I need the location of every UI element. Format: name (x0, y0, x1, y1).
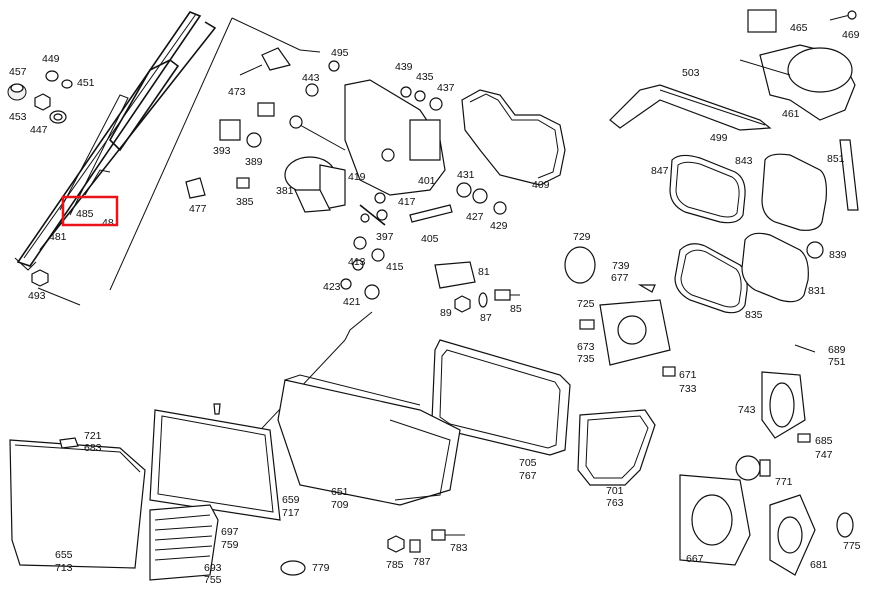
callout-415: 415 (386, 261, 404, 273)
callout-473: 473 (228, 86, 246, 98)
top-right-assembly (609, 9, 859, 211)
callout-419: 419 (348, 171, 366, 183)
callout-493: 493 (28, 290, 46, 302)
callout-689: 689 (828, 344, 846, 356)
wiper-motor-assembly (185, 47, 446, 213)
callout-755: 755 (204, 574, 222, 586)
callout-431: 431 (457, 169, 475, 181)
callout-751: 751 (828, 356, 846, 368)
callout-457: 457 (9, 66, 27, 78)
callout-785: 785 (386, 559, 404, 571)
small-lamps-right (679, 344, 854, 576)
callout-495: 495 (331, 47, 349, 59)
callout-401: 401 (418, 175, 436, 187)
callout-733: 733 (679, 383, 697, 395)
callout-447: 447 (30, 124, 48, 136)
callout-651: 651 (331, 486, 349, 498)
callout-48: 48 (102, 217, 114, 229)
callout-435: 435 (416, 71, 434, 83)
callout-413: 413 (348, 256, 366, 268)
callout-503: 503 (682, 67, 700, 79)
callout-693: 693 (204, 562, 222, 574)
callout-729: 729 (573, 231, 591, 243)
callout-85: 85 (510, 303, 522, 315)
callout-697: 697 (221, 526, 239, 538)
callout-659: 659 (282, 494, 300, 506)
callout-847: 847 (651, 165, 669, 177)
callout-831: 831 (808, 285, 826, 297)
callout-405: 405 (421, 233, 439, 245)
callout-389: 389 (245, 156, 263, 168)
callout-683: 683 (84, 442, 102, 454)
callout-783: 783 (450, 542, 468, 554)
callout-717: 717 (282, 507, 300, 519)
callout-81: 81 (478, 266, 490, 278)
callout-671: 671 (679, 369, 697, 381)
highlight-box (61, 195, 119, 227)
callout-747: 747 (815, 449, 833, 461)
callout-835: 835 (745, 309, 763, 321)
callout-735: 735 (577, 353, 595, 365)
callout-381: 381 (276, 185, 294, 197)
callout-labels: 457 449 451 453 447 481 485 48 493 473 4… (9, 22, 861, 586)
callout-461: 461 (782, 108, 800, 120)
callout-779: 779 (312, 562, 330, 574)
wiper-blade-assembly (14, 11, 217, 271)
callout-851: 851 (827, 153, 845, 165)
callout-427: 427 (466, 211, 484, 223)
callout-499: 499 (710, 132, 728, 144)
callout-409: 409 (532, 179, 550, 191)
callout-743: 743 (738, 404, 756, 416)
callout-421: 421 (343, 296, 361, 308)
small-fasteners-left (7, 70, 73, 287)
headlight-components (9, 339, 656, 581)
callout-787: 787 (413, 556, 431, 568)
callout-437: 437 (437, 82, 455, 94)
callout-397: 397 (376, 231, 394, 243)
callout-775: 775 (843, 540, 861, 552)
linkage-parts (305, 60, 507, 300)
callout-721: 721 (84, 430, 102, 442)
callout-87: 87 (480, 312, 492, 324)
callout-453: 453 (9, 111, 27, 123)
callout-725: 725 (577, 298, 595, 310)
callout-709: 709 (331, 499, 349, 511)
callout-89: 89 (440, 307, 452, 319)
callout-673: 673 (577, 341, 595, 353)
callout-681: 681 (810, 559, 828, 571)
callout-417: 417 (398, 196, 416, 208)
callout-839: 839 (829, 249, 847, 261)
callout-443: 443 (302, 72, 320, 84)
callout-701: 701 (606, 485, 624, 497)
callout-759: 759 (221, 539, 239, 551)
callout-385: 385 (236, 196, 254, 208)
motor-cover-seal (461, 89, 566, 186)
callout-429: 429 (490, 220, 508, 232)
callout-439: 439 (395, 61, 413, 73)
callout-763: 763 (606, 497, 624, 509)
callout-469: 469 (842, 29, 860, 41)
callout-705: 705 (519, 457, 537, 469)
callout-655: 655 (55, 549, 73, 561)
callout-739: 739 (612, 260, 630, 272)
callout-451: 451 (77, 77, 95, 89)
lamp-frames-right (564, 153, 827, 377)
callout-713: 713 (55, 562, 73, 574)
callout-485: 485 (76, 208, 94, 220)
callout-667: 667 (686, 553, 704, 565)
callout-767: 767 (519, 470, 537, 482)
callout-677: 677 (611, 272, 629, 284)
callout-423: 423 (323, 281, 341, 293)
callout-843: 843 (735, 155, 753, 167)
bracket-group (434, 261, 520, 313)
callout-685: 685 (815, 435, 833, 447)
callout-465: 465 (790, 22, 808, 34)
callout-771: 771 (775, 476, 793, 488)
callout-477: 477 (189, 203, 207, 215)
callout-481: 481 (49, 231, 67, 243)
callout-393: 393 (213, 145, 231, 157)
callout-449: 449 (42, 53, 60, 65)
